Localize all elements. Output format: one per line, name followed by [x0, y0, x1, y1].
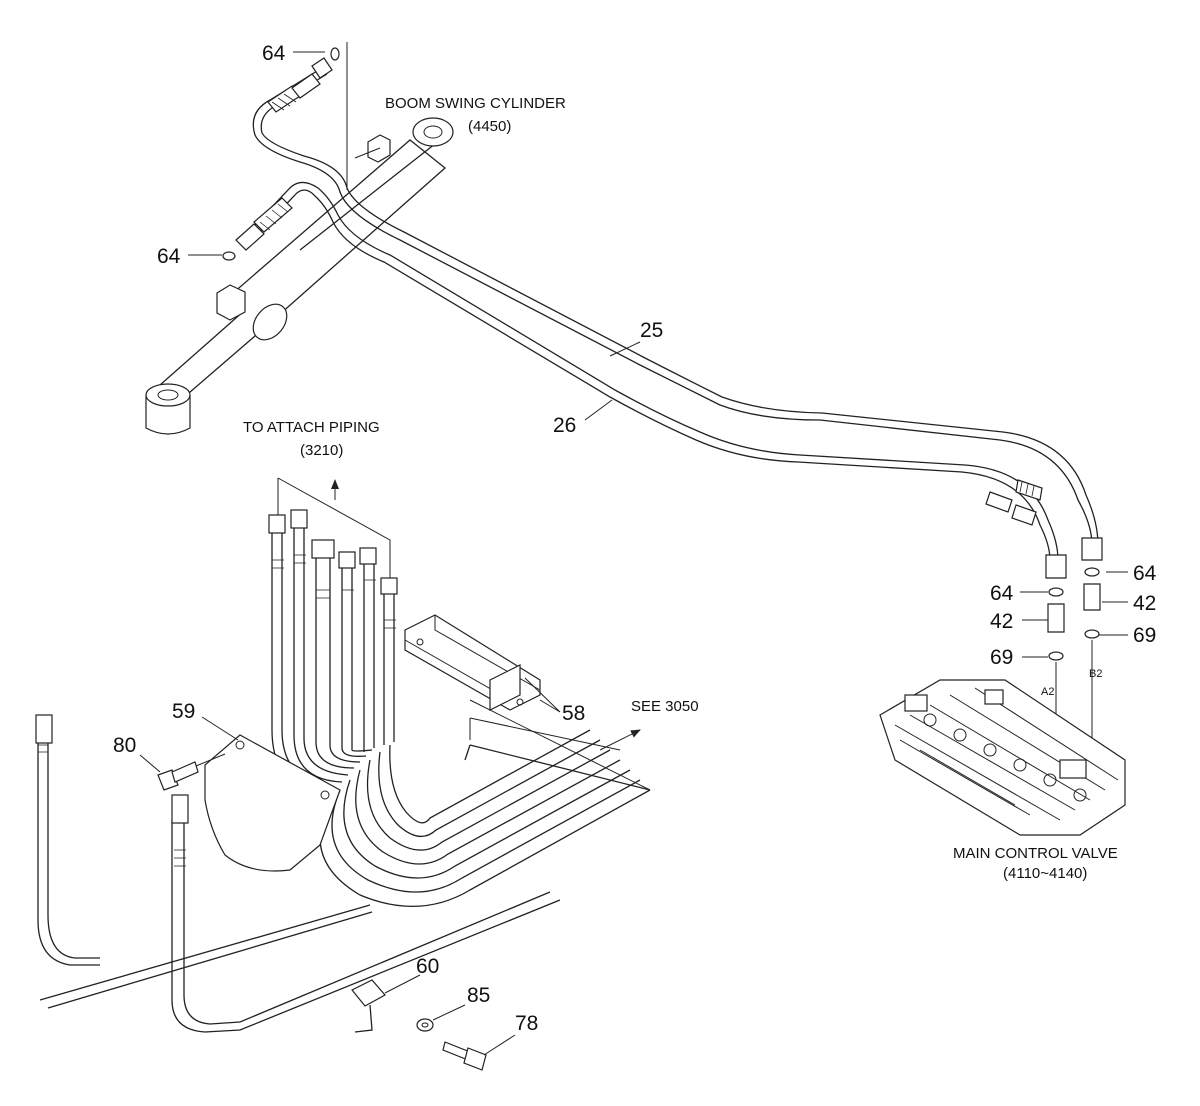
boom-swing-title: BOOM SWING CYLINDER	[385, 95, 566, 112]
attach-piping-code: (3210)	[300, 442, 343, 459]
hose-bundle	[39, 477, 651, 1009]
hose-26	[251, 181, 1059, 561]
captions: BOOM SWING CYLINDER (4450) TO ATTACH PIP…	[243, 95, 1118, 882]
callout-42-right: 42	[1133, 592, 1156, 615]
callout-64-top: 64	[262, 42, 286, 65]
guard-59	[204, 734, 341, 872]
callout-80: 80	[113, 734, 136, 757]
attach-piping-title: TO ATTACH PIPING	[243, 419, 380, 436]
callout-58: 58	[562, 702, 585, 725]
callout-64-left: 64	[157, 245, 181, 268]
hose-fitting-right	[985, 479, 1103, 760]
mcv-title: MAIN CONTROL VALVE	[953, 845, 1118, 862]
hose-fitting-top	[267, 47, 340, 113]
long-hoses	[35, 714, 561, 1033]
boom-swing-code: (4450)	[468, 118, 511, 135]
callout-64-right-b: 64	[990, 582, 1014, 605]
clamp-58	[404, 614, 541, 711]
port-a2: A2	[1041, 686, 1054, 698]
callout-25: 25	[640, 319, 663, 342]
main-control-valve	[879, 679, 1126, 836]
callout-59: 59	[172, 700, 195, 723]
callout-42-left: 42	[990, 610, 1013, 633]
bolt-78	[442, 1034, 516, 1071]
see-ref: SEE 3050	[631, 698, 699, 715]
leader-lines	[139, 42, 1128, 773]
bolt-80	[157, 753, 226, 791]
callout-64-right-a: 64	[1133, 562, 1157, 585]
callout-69-left: 69	[990, 646, 1013, 669]
boom-swing-cylinder	[145, 117, 454, 435]
callout-60: 60	[416, 955, 439, 978]
hose-25	[252, 67, 1099, 546]
port-b2: B2	[1089, 668, 1102, 680]
washer-85	[416, 1004, 466, 1032]
callout-26: 26	[553, 414, 576, 437]
callout-78: 78	[515, 1012, 538, 1035]
mcv-code: (4110~4140)	[1003, 865, 1087, 882]
hose-fitting-left	[222, 197, 293, 261]
callout-69-right: 69	[1133, 624, 1156, 647]
callout-85: 85	[467, 984, 490, 1007]
pin-60	[351, 974, 421, 1033]
callout-numbers: 64 64 25 26 64 64 42 42 69 69 58 59 80 6…	[113, 42, 1157, 1035]
